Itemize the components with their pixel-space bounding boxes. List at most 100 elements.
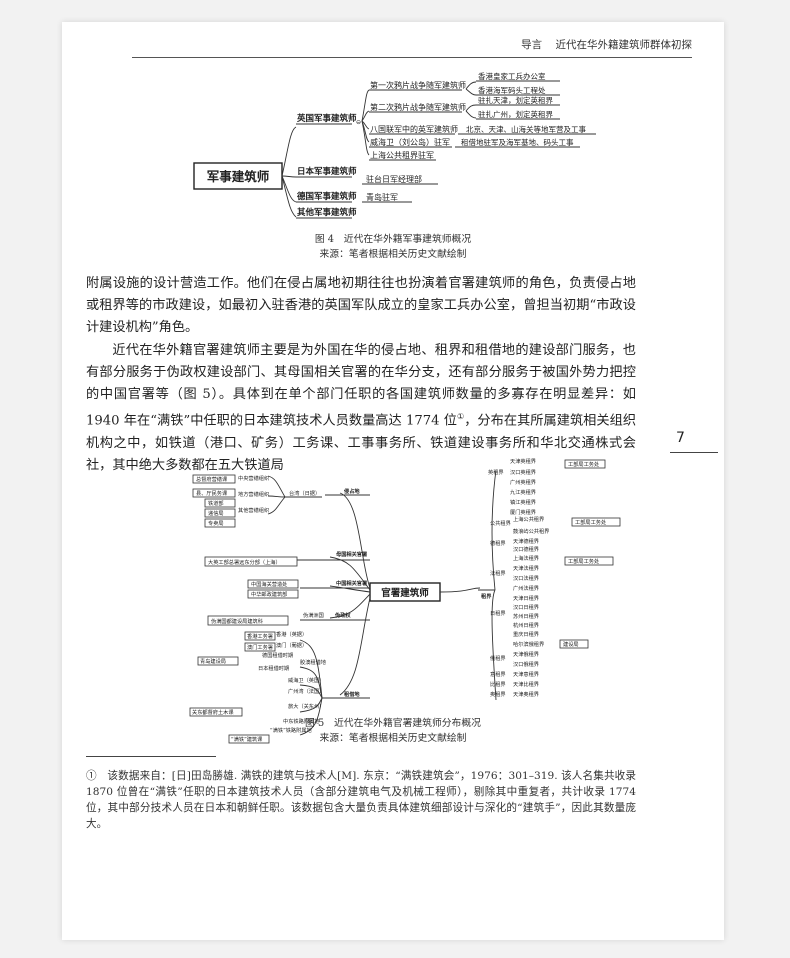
fig4-brit-0-c0: 香港皇家工兵办公室 (478, 71, 546, 81)
page-sheet: 导言 近代在华外籍建筑师群体初探 (62, 22, 724, 940)
fig4-brit-2-c0: 北京、天津、山海关等地军营及工事 (466, 124, 586, 134)
fig5-caption-title: 图 5 近代在华外籍官署建筑师分布概况 (305, 718, 481, 729)
fig5-e-2: 汉口俄租界 (513, 660, 539, 668)
fig5-tw-i2: 县、厅民务课 (196, 489, 228, 497)
fig5-tw-i3: 地方营缮组织 (238, 490, 269, 498)
fig5-ri-3: 杭州日租界 (513, 621, 539, 629)
fig5-tw-i6: 其他营缮组织 (238, 506, 269, 514)
fig5-zj-0: 香港（英据） (276, 630, 307, 638)
paragraph-2-part-a: 近代在华外籍官署建筑师主要是为外国在华的侵占地、租界和租借地的建设部门服务，也有… (86, 342, 636, 429)
paragraph-2: 近代在华外籍官署建筑师主要是为外国在华的侵占地、租界和租借地的建设部门服务，也有… (86, 340, 636, 478)
fig5-tw-i1: 中央营缮组织 (238, 474, 269, 482)
fig5-ri-label: 日租界 (490, 609, 506, 617)
fig5-fa-0: 上海法租界 (513, 554, 539, 562)
fig5-de-label: 德租界 (490, 539, 506, 547)
fig5-e-label: 俄租界 (490, 654, 506, 662)
footnote-ref[interactable]: ① (456, 412, 465, 422)
fig4-caption-title: 图 4 近代在华外籍军事建筑师概况 (314, 234, 472, 245)
fig4-brit-item-2: 八国联军中的英军建筑师 (370, 124, 458, 134)
fig5-ao-0: 天津奥租界 (513, 690, 539, 698)
fig4-caption: 图 4 近代在华外籍军事建筑师概况 来源：笔者根据相关历史文献绘制 (62, 232, 724, 262)
fig4-dot: ⊖ (356, 119, 361, 126)
fig5-fa-3: 广州法租界 (513, 584, 539, 592)
fig5-yi-0: 天津意租界 (513, 670, 539, 678)
fig5-bi-label: 比租界 (490, 680, 506, 688)
fig4-brit-3-c0: 租借地驻军及海军基地、码头工事 (461, 137, 574, 147)
fig4-brit-1-c1: 驻扎广州，划定英租界 (478, 109, 553, 119)
fig4-brit-item-1: 第二次鸦片战争随军建筑师 (370, 102, 466, 112)
fig5-ying-2: 广州英租界 (510, 478, 536, 486)
fig5-ri-2: 苏州日租界 (513, 612, 539, 620)
fig5-zj-8: 威海卫（英国） (288, 676, 324, 684)
fig5-de-1: 汉口德租界 (513, 545, 539, 553)
header-title: 近代在华外籍建筑师群体初探 (555, 39, 693, 51)
fig5-gg-1: 鼓浪屿公共租界 (513, 527, 549, 535)
fig5-wei-0: 伪满洲国 (303, 611, 324, 619)
fig4-brit-item-0: 第一次鸦片战争随军建筑师 (370, 80, 466, 90)
fig5-fa-label: 法租界 (490, 569, 506, 577)
fig5-fa-2: 汉口法租界 (513, 574, 539, 582)
fig5-zj-11: 关东都督府土木课 (192, 708, 234, 716)
fig5-zg-0: 中国海关营造处 (251, 580, 287, 588)
fig5-zj-13: “满铁”铁路附属地 (270, 726, 312, 734)
figure-5-mindmap: 官署建筑师 侵占地 台湾（日据） 中央营缮组织 地方营缮组织 其他营缮组织 总督… (189, 457, 621, 744)
fig5-de-0: 天津德租界 (513, 537, 539, 545)
fig5-wei-1: 伪满国都建设局建筑科 (211, 617, 263, 625)
fig5-fa-1: 天津法租界 (513, 564, 539, 572)
paragraph-1: 附属设施的设计营造工作。他们在侵占属地初期往往也扮演着官署建筑师的角色，负责侵占… (86, 276, 636, 336)
fig4-brit-item-4: 上海公共租界驻军 (370, 150, 434, 160)
fig5-gg-label: 公共租界 (490, 519, 511, 527)
fig5-zujie: 租界 (481, 592, 492, 600)
fig5-zujiedi: 租借地 (344, 690, 360, 698)
fig5-ying-0: 天津英租界 (510, 457, 536, 465)
fig4-other-label: 其他军事建筑师 (297, 207, 357, 218)
fig5-zj-4: 胶澳租借地 (300, 658, 326, 666)
fig4-root: 军事建筑师 (207, 169, 270, 184)
fig5-zj-5: 德国租借时期 (262, 651, 293, 659)
fig5-yi-label: 意租界 (490, 670, 506, 678)
fig5-fa-office: 工部局工务处 (568, 557, 599, 565)
fig4-brit-item-3: 威海卫（刘公岛）驻军 (370, 137, 450, 147)
fig5-gg-office: 工部局工务处 (575, 518, 606, 526)
fig5-zj-7: 日本租借时期 (258, 664, 289, 672)
fig5-bi-0: 天津比租界 (513, 680, 539, 688)
fig5-ying-1: 汉口英租界 (510, 468, 536, 476)
fig5-zg-1: 中华邮政建筑部 (251, 590, 287, 598)
fig5-qinzhan: 侵占地 (343, 487, 360, 495)
fig5-ying-office: 工部局工务处 (568, 460, 599, 468)
fig5-caption-source: 来源：笔者根据相关历史文献绘制 (319, 733, 467, 744)
fig5-ri-0: 天津日租界 (513, 594, 539, 602)
fig5-zj-1: 香港工务署 (247, 632, 273, 640)
fig5-muguo-0: 大英工部总署远东分部（上海） (208, 558, 281, 566)
fig5-zj-10: 旅大（关东州） (288, 702, 324, 710)
fig5-zj-6: 青岛建设局 (200, 657, 226, 665)
fig5-tw-i5: 递信局 (208, 509, 224, 517)
fig5-ao-label: 奥租界 (490, 690, 506, 698)
footnote: ① 该数据来自：[日]田岛勝雄. 满铁的建筑与技术人[M]. 东京：“满铁建筑会… (86, 770, 636, 830)
fig5-wei: 伪政权 (334, 611, 351, 619)
fig5-ying-label: 英租界 (488, 468, 504, 476)
fig5-zhongguo: 中国相关官署 (336, 579, 368, 587)
fig5-caption: 图 5 近代在华外籍官署建筑师分布概况 来源：笔者根据相关历史文献绘制 (62, 716, 724, 746)
fig4-germany-child: 青岛驻军 (366, 192, 398, 202)
fig5-ri-1: 汉口日租界 (513, 603, 539, 611)
fig5-ying-5: 厦门英租界 (510, 508, 536, 516)
fig5-gg-0: 上海公共租界 (513, 515, 544, 523)
fig5-e-0: 哈尔滨俄租界 (513, 640, 544, 648)
fig5-e-1: 天津俄租界 (513, 650, 539, 658)
fig5-tw-i4: 铁道部 (208, 499, 224, 507)
figure-4-mindmap: 军事建筑师 英国军事建筑师 ⊖ 第一次鸦片战争随军建筑师 第二次鸦片战争随军建筑… (193, 71, 596, 219)
fig5-ri-4: 重庆日租界 (513, 630, 539, 638)
paragraph-2-part-b: ，分布在其所属建筑相关组织机构之中，如铁道（港口、矿务）工务课、工事事务所、铁道… (86, 413, 637, 474)
fig5-taiwan: 台湾（日据） (289, 489, 320, 497)
fig4-japan-child: 驻台日军经理部 (366, 174, 422, 184)
fig5-tw-i7: 专卖局 (208, 519, 224, 527)
header-section: 导言 (521, 39, 543, 51)
fig5-zj-2: 澳门（葡据） (276, 641, 307, 649)
footnote-rule (86, 756, 216, 757)
fig4-brit-1-c0: 驻扎天津，划定英租界 (478, 95, 553, 105)
fig5-zj-3: 澳门工务署 (247, 643, 273, 651)
fig5-ying-4: 镇江英租界 (510, 498, 536, 506)
fig5-ying-3: 九江英租界 (510, 488, 536, 496)
page-number-rule (670, 452, 718, 453)
